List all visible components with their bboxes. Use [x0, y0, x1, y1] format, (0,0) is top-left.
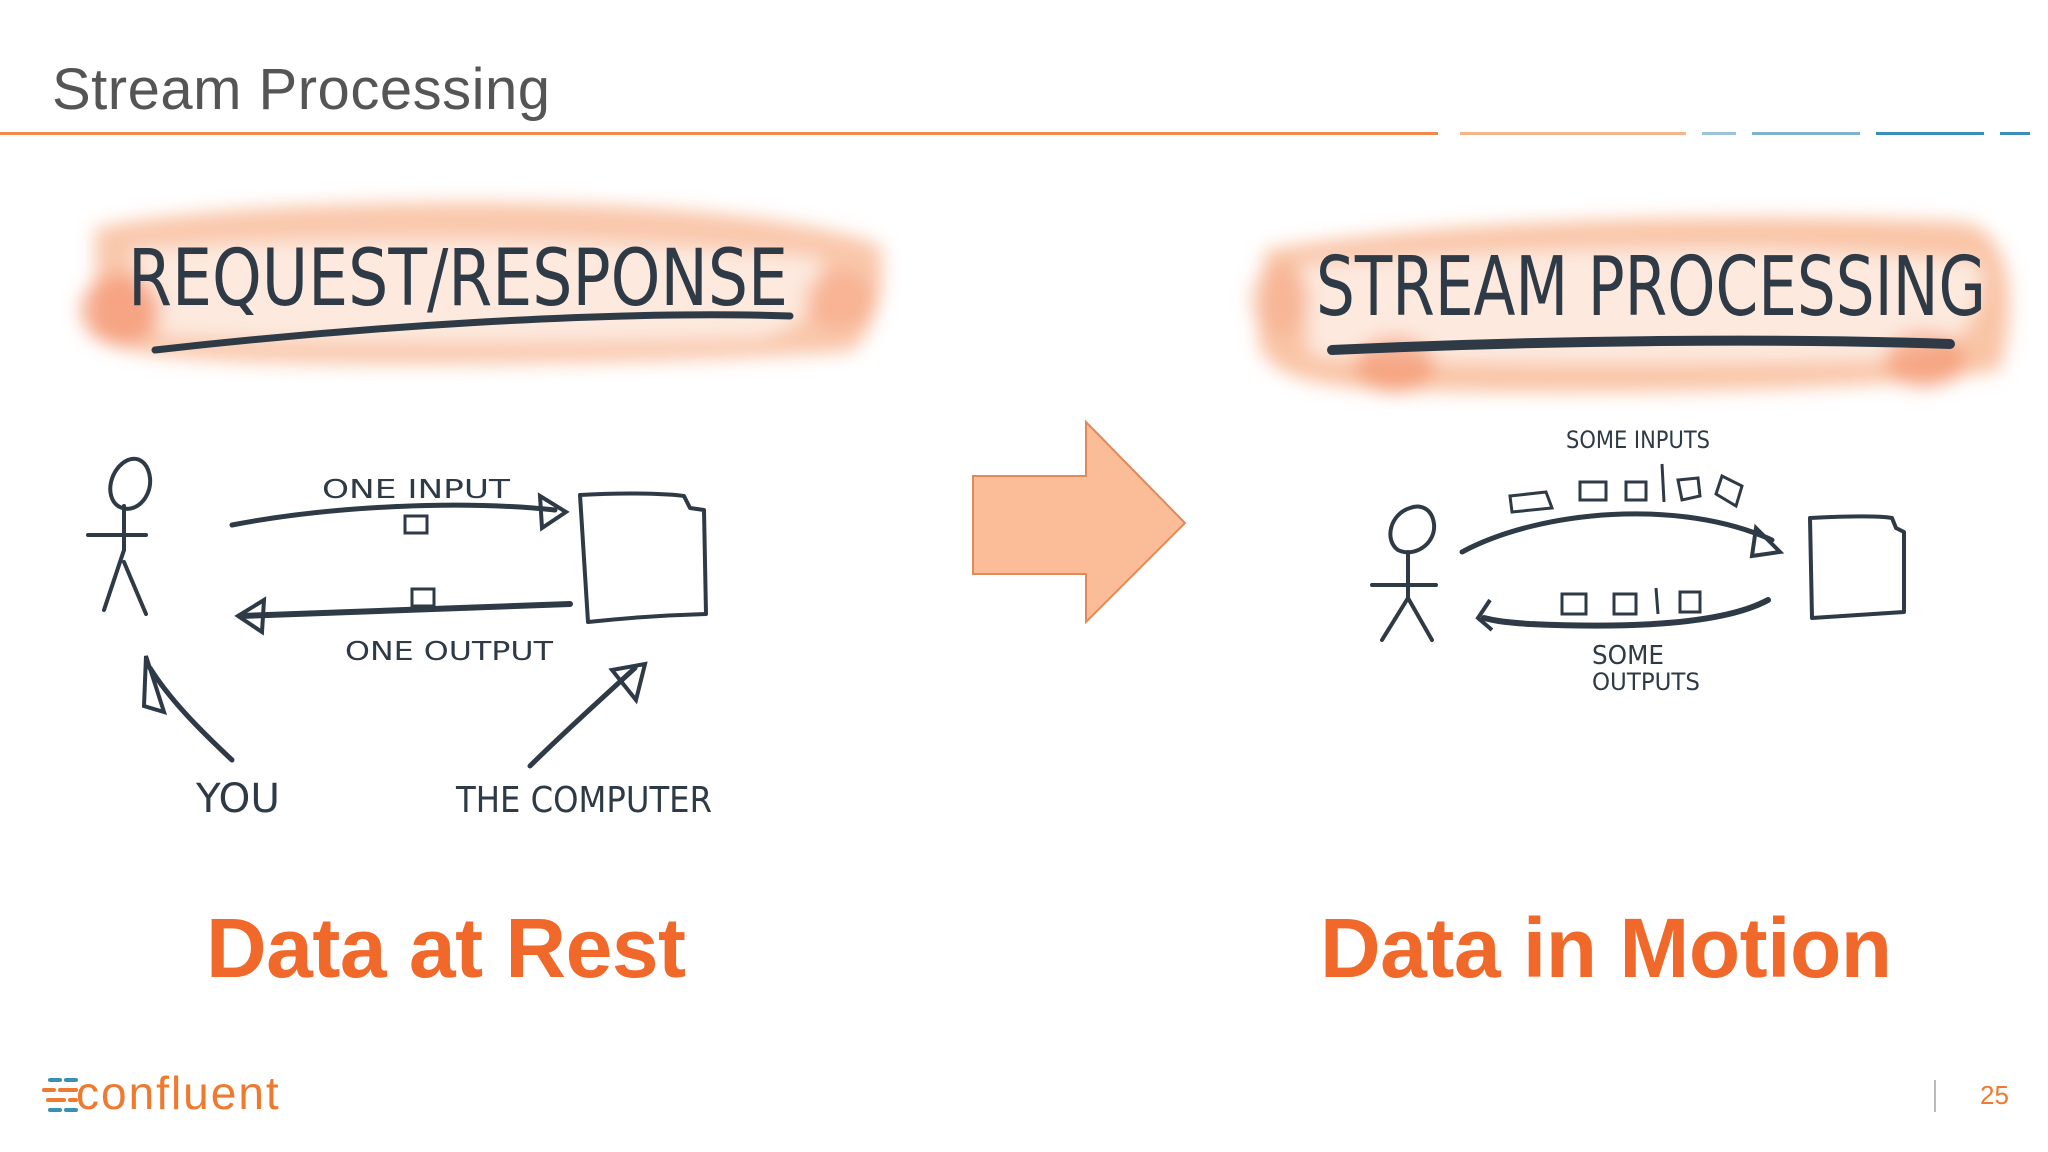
right-sketch: STREAM PROCESSING SOME INPUTS	[1250, 217, 2010, 696]
output-label: ONE OUTPUT	[345, 637, 553, 667]
you-label: YOU	[195, 776, 280, 822]
transition-arrow	[972, 419, 1187, 625]
input-arrowhead	[537, 492, 570, 532]
left-sketch: REQUEST/RESPONSE ONE INPUT ONE OUTPUT	[80, 202, 883, 822]
slide-title: Stream Processing	[52, 57, 551, 122]
you-pointer-head	[141, 655, 168, 716]
processor-box	[1808, 514, 1906, 620]
stick-figure-you	[86, 456, 153, 616]
title-rule-segment	[1876, 132, 1984, 135]
confluent-logo-icon	[42, 1078, 78, 1112]
left-banner-wash	[80, 202, 883, 365]
output-arrowhead	[234, 596, 267, 636]
left-banner-underline	[151, 311, 794, 354]
title-rule-segment	[2000, 132, 2030, 135]
outputs-arrow	[1481, 597, 1771, 629]
output-message-box	[410, 587, 436, 608]
input-message-stream	[1508, 463, 1744, 514]
right-banner-underline	[1327, 335, 1955, 355]
computer-box	[578, 491, 708, 624]
confluent-logo: confluent	[42, 1067, 362, 1128]
input-label: ONE INPUT	[322, 475, 510, 505]
caption-data-in-motion: Data in Motion	[1320, 901, 1892, 995]
computer-pointer-head	[608, 661, 648, 705]
confluent-logo-text: confluent	[76, 1067, 281, 1119]
stick-figure-user	[1370, 504, 1438, 642]
outputs-label-line2: OUTPUTS	[1592, 668, 1700, 696]
title-rule	[0, 132, 1438, 135]
input-arrow	[229, 502, 558, 528]
inputs-arrow	[1459, 511, 1775, 555]
input-message-box	[403, 514, 429, 535]
outputs-label-line1: SOME	[1592, 641, 1664, 671]
computer-pointer-line	[527, 665, 638, 769]
title-rule-segment	[1702, 132, 1736, 135]
output-message-stream	[1560, 587, 1702, 616]
title-rule-segment	[1460, 132, 1686, 135]
you-pointer-line	[147, 665, 235, 763]
computer-label: THE COMPUTER	[455, 780, 712, 821]
page-number-separator	[1934, 1080, 1936, 1112]
page-number: 25	[1980, 1080, 2009, 1110]
outputs-arrowhead	[1475, 598, 1494, 632]
title-rule-segment	[1752, 132, 1860, 135]
left-banner-text: REQUEST/RESPONSE	[128, 234, 788, 324]
inputs-label: SOME INPUTS	[1566, 426, 1710, 454]
right-banner-text: STREAM PROCESSING	[1316, 240, 1986, 335]
output-arrow	[237, 601, 573, 619]
caption-data-at-rest: Data at Rest	[206, 901, 686, 995]
inputs-arrowhead	[1749, 523, 1785, 559]
